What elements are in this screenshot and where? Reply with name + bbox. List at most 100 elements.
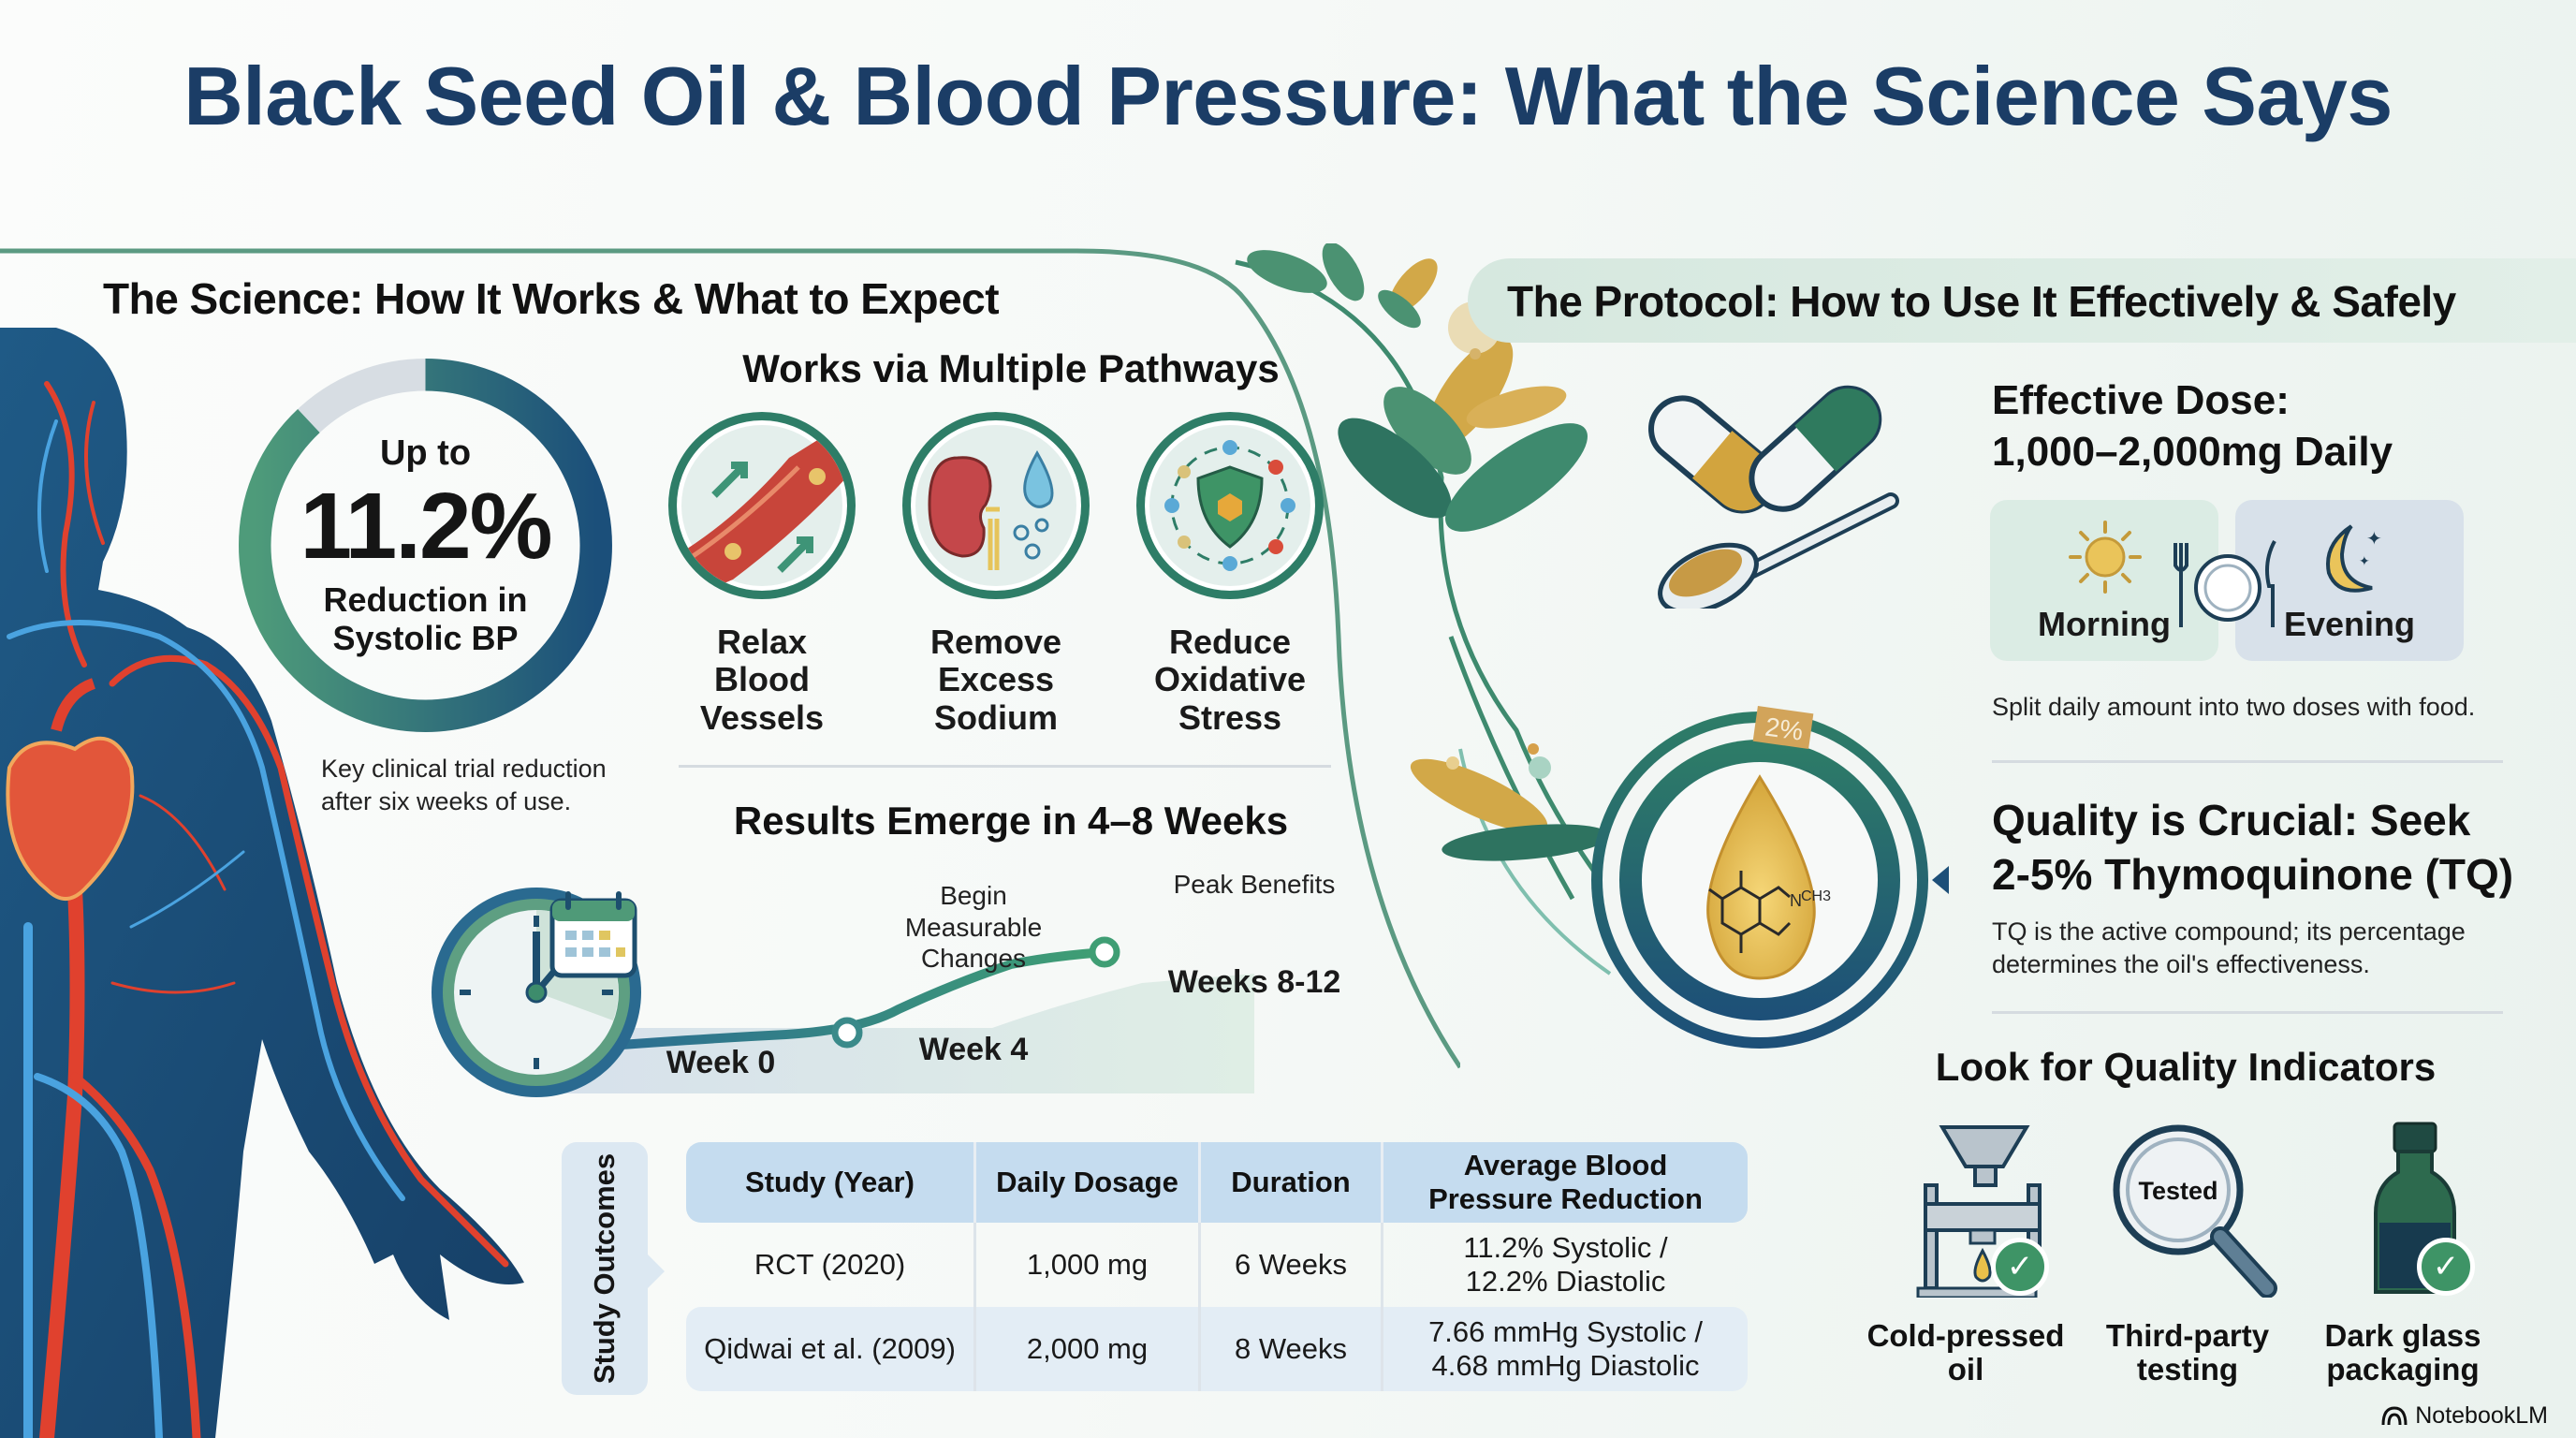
quality-item-cold-pressed: ✓ Cold-pressed oil — [1858, 1120, 2073, 1387]
effective-dose: Effective Dose: 1,000–2,000mg Daily — [1992, 374, 2393, 477]
pathway-label-line: Excess — [937, 660, 1055, 699]
circulatory-system-figure — [0, 328, 524, 1438]
milestone-note-line: Changes — [920, 944, 1027, 974]
section-divider — [1992, 760, 2503, 763]
study-outcomes-label: Study Outcomes — [588, 1152, 621, 1385]
section-frame-arc — [0, 248, 1460, 1069]
page-title: Black Seed Oil & Blood Pressure: What th… — [183, 50, 2393, 142]
cell-reduction: 11.2% Systolic / 12.2% Diastolic — [1383, 1223, 1748, 1307]
milestone-note-line: Measurable — [904, 912, 1043, 942]
stat-note-line: after six weeks of use. — [321, 787, 572, 816]
pathway-reduce-oxidative-stress: Reduce Oxidative Stress — [1132, 412, 1328, 737]
morning-dose-box: Morning — [1990, 500, 2218, 661]
stat-prefix: Up to — [379, 433, 472, 473]
tq-note-line: determines the oil's effectiveness. — [1992, 950, 2370, 979]
pathway-label-line: Sodium — [934, 697, 1058, 737]
evening-dose-box: ✦ ✦ Evening — [2235, 500, 2464, 661]
col-study: Study (Year) — [686, 1142, 976, 1223]
study-outcomes-tag: Study Outcomes — [562, 1142, 665, 1395]
svg-text:✦: ✦ — [2366, 529, 2382, 550]
stat-value: 11.2% — [300, 473, 552, 579]
stat-note: Key clinical trial reduction after six w… — [321, 753, 607, 818]
morning-label: Morning — [2038, 605, 2171, 643]
science-section-heading: The Science: How It Works & What to Expe… — [103, 274, 1000, 323]
stat-desc-1: Reduction in — [323, 580, 528, 619]
quality-label: Cold-pressed oil — [1858, 1318, 2073, 1387]
cell-dosage: 1,000 mg — [976, 1223, 1201, 1307]
cell-reduction-line: 7.66 mmHg Systolic / — [1428, 1315, 1703, 1349]
cold-press-icon — [1916, 1125, 2042, 1299]
stat-note-line: Key clinical trial reduction — [321, 755, 607, 783]
stat-center: Up to 11.2% Reduction in Systolic BP — [236, 356, 615, 735]
table-header-row: Study (Year) Daily Dosage Duration Avera… — [686, 1142, 1748, 1223]
tq-note-line: TQ is the active compound; its percentag… — [1992, 917, 2466, 946]
evening-label: Evening — [2283, 605, 2416, 643]
protocol-section-heading: The Protocol: How to Use It Effectively … — [1507, 277, 2456, 326]
milestone-note-week-4: Begin Measurable Changes — [861, 880, 1086, 975]
quality-label-line: packaging — [2326, 1352, 2480, 1387]
cell-study: Qidwai et al. (2009) — [686, 1307, 976, 1391]
svg-text:2%: 2% — [1764, 712, 1805, 745]
checkmark-icon: ✓ — [2417, 1238, 2475, 1296]
cell-duration: 6 Weeks — [1201, 1223, 1383, 1307]
notebooklm-logo-icon — [2381, 1405, 2408, 1425]
tq-title-line: 2-5% Thymoquinone (TQ) — [1992, 849, 2514, 899]
calendar-icon — [549, 891, 637, 978]
cell-duration: 8 Weeks — [1201, 1307, 1383, 1391]
thymoquinone-drop-ring: 2% N CH3 — [1591, 706, 1949, 1049]
leaf-icon — [1247, 243, 1610, 861]
reduction-progress-ring — [239, 359, 612, 732]
pathway-label-line: Remove — [929, 623, 1062, 661]
cell-reduction: 7.66 mmHg Systolic / 4.68 mmHg Diastolic — [1383, 1307, 1748, 1391]
pathway-relax-vessels: Relax Blood Vessels — [664, 412, 860, 737]
milestone-weeks-8-12: Weeks 8-12 — [1167, 964, 1341, 1000]
split-dose-note: Split daily amount into two doses with f… — [1992, 693, 2476, 721]
col-duration: Duration — [1201, 1142, 1383, 1223]
tq-note: TQ is the active compound; its percentag… — [1992, 916, 2466, 981]
col-reduction-line: Pressure Reduction — [1428, 1182, 1703, 1215]
tq-quality-title: Quality is Crucial: Seek 2-5% Thymoquino… — [1992, 794, 2513, 902]
pathway-label-line: Relax — [716, 623, 808, 661]
quality-label-line: Third-party — [2105, 1318, 2270, 1353]
pathway-label: Reduce Oxidative Stress — [1132, 623, 1328, 737]
quality-label-line: oil — [1947, 1352, 1984, 1387]
pathway-label-line: Reduce — [1168, 623, 1292, 661]
kidney-icon — [902, 412, 1090, 599]
pathway-label-line: Vessels — [699, 697, 825, 737]
pathway-label-line: Blood — [714, 660, 810, 699]
cell-reduction-line: 4.68 mmHg Diastolic — [1431, 1349, 1700, 1382]
quality-item-dark-glass: ✓ Dark glass packaging — [2295, 1120, 2510, 1387]
study-outcomes-table: Study (Year) Daily Dosage Duration Avera… — [686, 1142, 1748, 1391]
milestone-dot — [1089, 936, 1120, 968]
quality-indicators-heading: Look for Quality Indicators — [1935, 1045, 2437, 1089]
quality-label: Dark glass packaging — [2295, 1318, 2510, 1387]
pathway-label: Relax Blood Vessels — [664, 623, 860, 737]
milestone-week-4: Week 4 — [918, 1032, 1029, 1067]
brand-label: NotebookLM — [2415, 1402, 2548, 1429]
table-row: RCT (2020) 1,000 mg 6 Weeks 11.2% Systol… — [686, 1223, 1748, 1307]
sun-icon — [2069, 521, 2142, 594]
protocol-heading-bar — [1468, 258, 2576, 343]
svg-text:✦: ✦ — [2359, 553, 2370, 568]
col-reduction-line: Average Blood — [1463, 1149, 1668, 1182]
quality-label: Third-party testing — [2080, 1318, 2295, 1387]
milestone-week-0: Week 0 — [666, 1045, 776, 1080]
table-row: Qidwai et al. (2009) 2,000 mg 8 Weeks 7.… — [686, 1307, 1748, 1391]
pathway-label-line: Stress — [1178, 697, 1282, 737]
cell-reduction-line: 12.2% Diastolic — [1465, 1265, 1666, 1298]
tag-pointer — [648, 1255, 665, 1288]
tq-title-line: Quality is Crucial: Seek — [1992, 796, 2471, 844]
col-reduction: Average Blood Pressure Reduction — [1383, 1142, 1748, 1223]
heart-icon — [6, 736, 135, 901]
notebooklm-brand: NotebookLM — [2381, 1402, 2548, 1430]
magnifier-tested-icon: Tested — [2113, 1124, 2277, 1299]
cell-study: RCT (2020) — [686, 1223, 976, 1307]
milestone-note-line: Begin — [940, 881, 1007, 910]
shield-antioxidant-icon — [1136, 412, 1324, 599]
pathways-heading: Works via Multiple Pathways — [742, 346, 1280, 390]
capsules-spoon-icon — [1648, 385, 1899, 609]
milestone-dot — [831, 1017, 863, 1049]
pathway-label-line: Oxidative — [1153, 660, 1307, 699]
pathway-label: Remove Excess Sodium — [898, 623, 1094, 737]
section-divider — [1992, 1011, 2503, 1014]
